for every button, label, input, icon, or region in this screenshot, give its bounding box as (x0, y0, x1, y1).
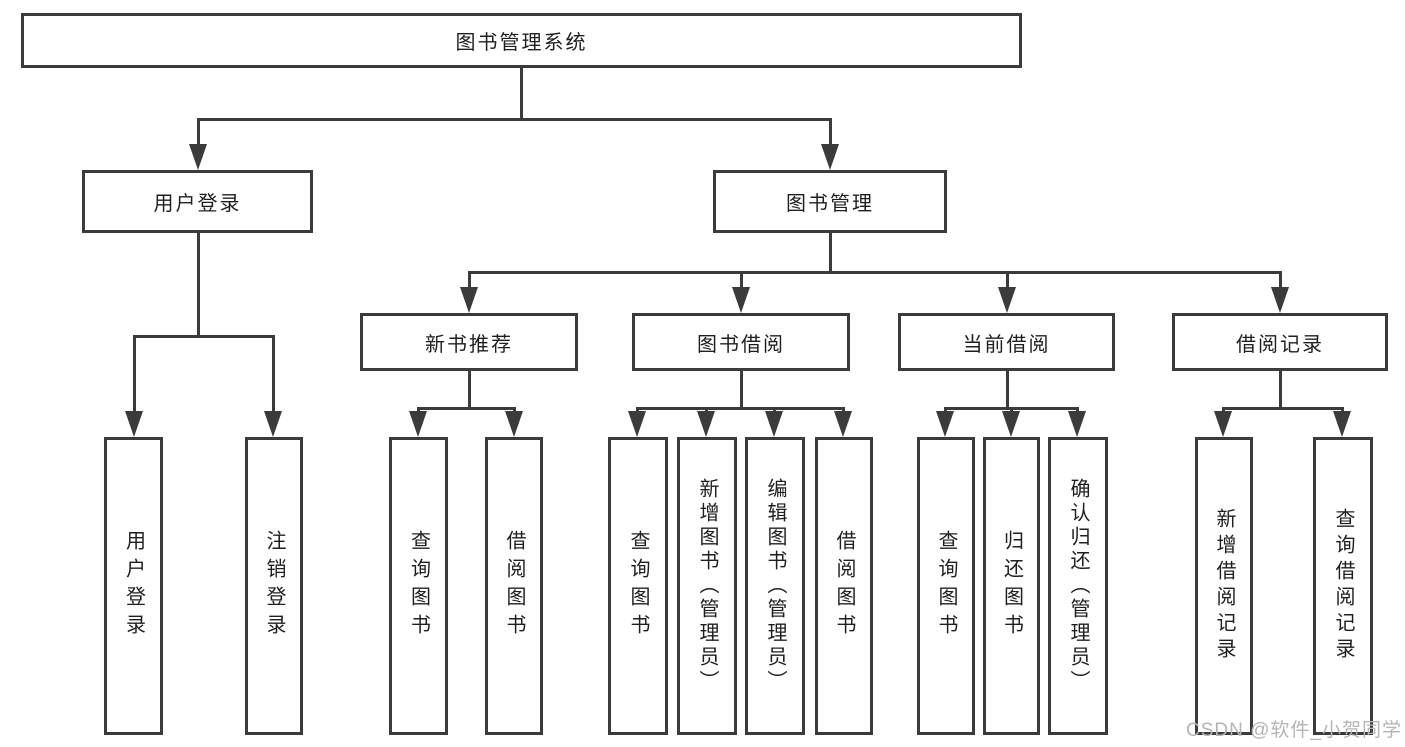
node-root: 图书管理系统 (21, 13, 1022, 68)
watermark: CSDN @软件_小贺同学 (1186, 720, 1402, 741)
connector-trunk (740, 371, 743, 407)
node-borrowing-records-label: 借阅记录 (1236, 333, 1324, 356)
arrow-down-icon (732, 287, 750, 313)
node-user-login: 用户登录 (82, 170, 313, 233)
connector-trunk (1006, 371, 1009, 407)
leaf-query-books-current: 查询图书 (917, 437, 975, 735)
arrow-down-icon (409, 411, 427, 437)
node-user-login-label: 用户登录 (153, 193, 242, 215)
leaf-query-books-borrow-label: 查询图书 (627, 530, 649, 642)
arrow-down-icon (697, 411, 715, 437)
node-borrowing-records: 借阅记录 (1172, 313, 1388, 371)
arrow-down-icon (460, 287, 478, 313)
node-book-borrowing-label: 图书借阅 (697, 333, 785, 356)
arrow-down-icon (505, 411, 523, 437)
connector-user-login-branch (133, 335, 275, 338)
connector-drop (1279, 271, 1282, 289)
leaf-add-borrow-record-label: 新增借阅记录 (1213, 508, 1235, 664)
arrow-down-icon (834, 411, 852, 437)
connector-drop (1006, 271, 1009, 289)
arrow-down-icon (821, 144, 839, 170)
arrow-down-icon (998, 287, 1016, 313)
arrow-down-icon (1333, 411, 1351, 437)
node-current-borrowing: 当前借阅 (898, 313, 1115, 371)
leaf-borrow-books-recommend-label: 借阅图书 (503, 530, 525, 642)
leaf-query-borrow-record-label: 查询借阅记录 (1332, 508, 1354, 664)
node-book-management: 图书管理 (713, 170, 947, 233)
connector-trunk (468, 371, 471, 407)
node-book-management-label: 图书管理 (786, 193, 874, 215)
arrow-down-icon (628, 411, 646, 437)
leaf-query-borrow-record: 查询借阅记录 (1313, 437, 1373, 735)
connector-drop-book-mgmt (829, 118, 832, 146)
leaf-user-login-label: 用户登录 (122, 530, 145, 642)
leaf-query-books-borrow: 查询图书 (608, 437, 668, 735)
connector-branch (1222, 407, 1344, 410)
leaf-add-books-admin-label: 新增图书（管理员） (696, 478, 718, 694)
arrow-down-icon (125, 411, 143, 437)
leaf-borrow-books-recommend: 借阅图书 (485, 437, 543, 735)
connector-level1-branch (197, 118, 832, 121)
leaf-query-books-recommend: 查询图书 (389, 437, 448, 735)
leaf-return-books: 归还图书 (983, 437, 1040, 735)
leaf-edit-books-admin: 编辑图书（管理员） (745, 437, 805, 735)
arrow-down-icon (1002, 411, 1020, 437)
leaf-add-borrow-record: 新增借阅记录 (1195, 437, 1253, 735)
arrow-down-icon (1271, 287, 1289, 313)
leaf-return-books-label: 归还图书 (1000, 530, 1023, 642)
connector-drop (272, 335, 275, 413)
leaf-query-books-current-label: 查询图书 (935, 530, 957, 642)
connector-root-trunk (520, 68, 523, 118)
node-new-book-recommendation-label: 新书推荐 (425, 333, 513, 356)
connector-book-mgmt-trunk (829, 233, 832, 271)
arrow-down-icon (936, 411, 954, 437)
connector-user-login-trunk (197, 233, 200, 335)
leaf-logout: 注销登录 (245, 437, 303, 735)
connector-branch (417, 407, 516, 410)
connector-branch (636, 407, 844, 410)
connector-drop (133, 335, 136, 413)
leaf-edit-books-admin-label: 编辑图书（管理员） (764, 478, 786, 694)
node-current-borrowing-label: 当前借阅 (962, 333, 1051, 356)
node-new-book-recommendation: 新书推荐 (360, 313, 578, 371)
connector-drop (740, 271, 743, 289)
connector-book-mgmt-branch (468, 271, 1282, 274)
connector-trunk (1279, 371, 1282, 407)
leaf-confirm-return-admin-label: 确认归还（管理员） (1067, 478, 1089, 694)
arrow-down-icon (189, 144, 207, 170)
leaf-logout-label: 注销登录 (263, 530, 285, 642)
node-book-borrowing: 图书借阅 (632, 313, 850, 371)
connector-drop-user-login (197, 118, 200, 146)
arrow-down-icon (765, 411, 783, 437)
arrow-down-icon (1068, 411, 1086, 437)
connector-drop (468, 271, 471, 289)
arrow-down-icon (264, 411, 282, 437)
leaf-confirm-return-admin: 确认归还（管理员） (1048, 437, 1108, 735)
arrow-down-icon (1214, 411, 1232, 437)
leaf-borrow-books-label: 借阅图书 (833, 530, 855, 642)
node-root-label: 图书管理系统 (455, 32, 588, 54)
leaf-borrow-books: 借阅图书 (815, 437, 873, 735)
leaf-user-login: 用户登录 (104, 437, 163, 735)
leaf-add-books-admin: 新增图书（管理员） (677, 437, 737, 735)
leaf-query-books-recommend-label: 查询图书 (407, 530, 430, 642)
